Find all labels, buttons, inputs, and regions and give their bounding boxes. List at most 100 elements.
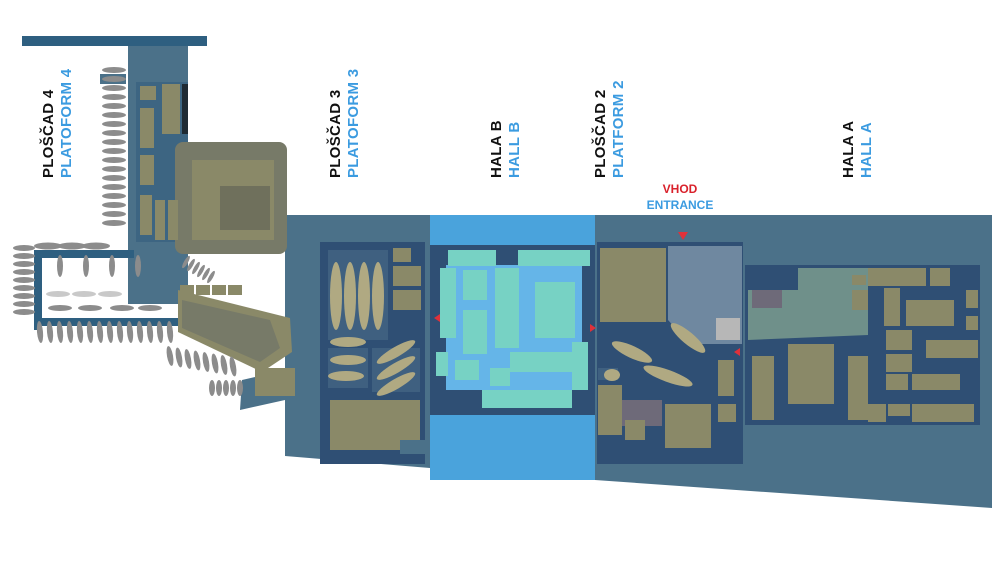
boat [13,261,35,267]
boat [187,258,195,272]
boat [96,321,104,343]
boat [344,262,356,330]
boat [192,261,200,275]
boat [223,380,229,396]
boat [102,130,126,136]
boat [102,76,126,82]
boat [56,321,64,343]
label-hall-b: HALA B HALL B [488,120,524,178]
boat [76,321,84,343]
label-entrance: VHOD ENTRANCE [630,181,730,213]
boat [146,321,154,343]
boat [66,321,74,343]
boat [13,293,35,299]
label-platform-4-en: PLATOFORM 4 [58,68,75,178]
boat [102,166,126,172]
boat [156,321,164,343]
boat [330,355,366,365]
boat [109,255,115,277]
boat [46,291,70,297]
boat [330,337,366,347]
boat [102,94,126,100]
boat [138,305,162,311]
boat [135,255,141,277]
label-platform-2-cz: PLOŠČAD 2 [592,89,609,178]
boat [36,321,44,343]
platform-2 [597,242,743,464]
label-hall-a-en: HALL A [858,122,875,178]
boat [110,305,134,311]
boat [98,291,122,297]
boat [102,211,126,217]
hall-b [430,245,595,415]
boat [86,321,94,343]
boat [102,202,126,208]
boat [13,277,35,283]
boat [670,323,706,353]
boat [358,262,370,330]
boat [604,369,620,381]
label-platform-2-en: PLATFORM 2 [610,80,627,178]
boat [102,175,126,181]
boat [207,270,215,284]
boat [102,148,126,154]
boat [220,355,228,375]
boat [166,321,174,343]
label-hall-a-cz: HALA A [840,120,857,178]
platform-2-boats [604,323,706,387]
boat [216,380,222,396]
boat [376,372,416,396]
boat [82,242,110,250]
platform-3-boats [328,262,416,396]
marina-boats [13,67,243,396]
boat [102,220,126,226]
label-hall-b-cz: HALA B [488,120,505,178]
boat [83,255,89,277]
label-hall-a: HALA A HALL A [840,121,876,178]
entrance-marker-hall-b-east [590,324,596,332]
boat [13,253,35,259]
boat [13,285,35,291]
entrance-marker-side [734,348,740,356]
boat [330,262,342,330]
boat [102,121,126,127]
boat [372,262,384,330]
label-platform-4-cz: PLOŠČAD 4 [40,89,57,178]
marina-platform-4 [22,36,295,396]
boat [13,309,35,315]
label-platform-3: PLOŠČAD 3 PLATOFORM 3 [327,69,363,178]
boat [102,139,126,145]
boat [376,340,416,364]
boat [13,269,35,275]
boat [209,380,215,396]
boat [136,321,144,343]
boat [46,321,54,343]
boat [230,380,236,396]
boat [328,371,364,381]
label-platform-3-en: PLATOFORM 3 [345,68,362,178]
boat [102,103,126,109]
boat [102,67,126,73]
label-hall-b-en: HALL B [506,121,523,178]
boat [58,242,86,250]
boat [102,85,126,91]
boat [211,353,219,374]
boat [34,242,62,250]
boat [72,291,96,297]
boat [48,305,72,311]
boat [106,321,114,343]
boat [611,341,653,363]
boat [57,255,63,277]
boat [182,255,190,269]
boat [202,267,210,281]
boat [229,356,237,377]
boat [202,352,210,372]
boat [376,356,416,380]
boat [102,193,126,199]
boat [237,380,243,396]
boat [184,349,192,369]
boat [126,321,134,343]
boat [166,346,174,366]
boat [643,365,693,387]
